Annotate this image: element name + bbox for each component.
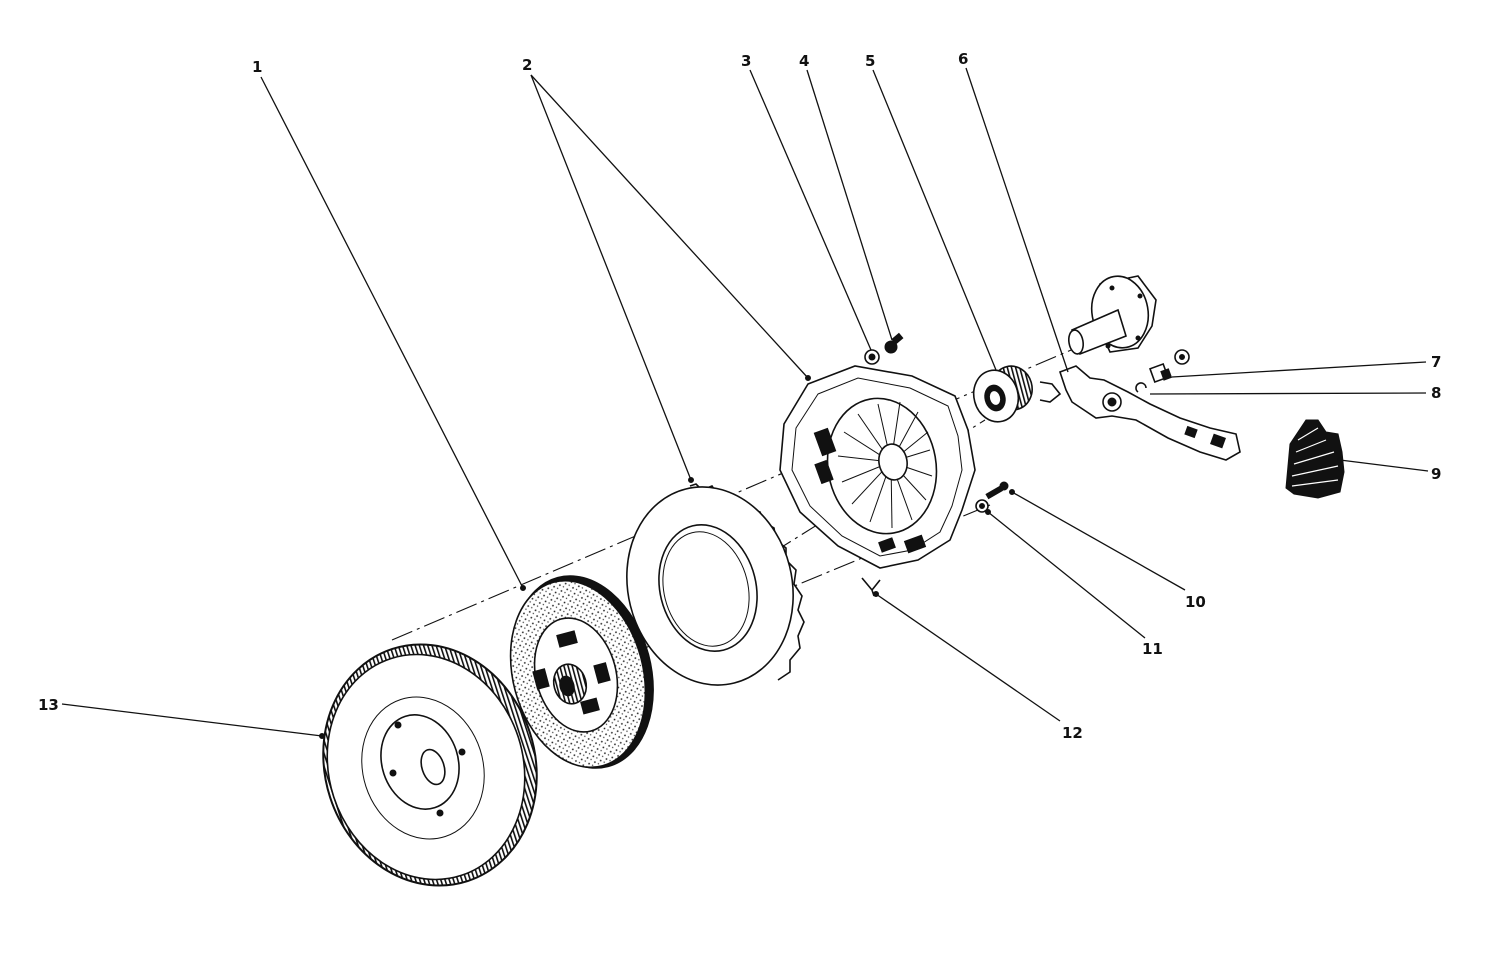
callout-10: 10 (1185, 593, 1206, 611)
release-bearing (972, 365, 1033, 423)
leader-9 (1339, 459, 1429, 472)
retaining-clip (1135, 382, 1147, 393)
callout-labels: 1 2 3 4 5 6 7 8 9 10 11 12 13 (38, 50, 1441, 742)
callout-12: 12 (1062, 724, 1083, 742)
leader-lines (61, 67, 1429, 739)
leader-11 (987, 511, 1146, 639)
callout-2: 2 (522, 56, 532, 74)
leader-1 (260, 76, 524, 589)
clutch-cover (779, 365, 976, 569)
clutch-disc (509, 575, 654, 769)
callout-8: 8 (1431, 384, 1441, 402)
leader-6 (965, 67, 1069, 373)
pressure-plate (626, 483, 805, 686)
leader-2a (530, 74, 692, 481)
callout-1: 1 (252, 58, 262, 76)
callout-11: 11 (1142, 640, 1163, 658)
callout-9: 9 (1431, 465, 1441, 483)
cover-bolt-right (985, 481, 1009, 500)
callout-4: 4 (799, 52, 809, 70)
cover-washer-top (864, 349, 880, 365)
callout-5: 5 (865, 52, 875, 70)
leader-4 (806, 69, 893, 341)
callout-13: 13 (38, 696, 59, 714)
dust-boot (1285, 419, 1345, 499)
callout-3: 3 (741, 52, 751, 70)
pivot-stud (1149, 349, 1190, 383)
callout-6: 6 (958, 50, 968, 68)
leader-2b (530, 74, 809, 379)
leader-13 (61, 703, 323, 737)
cover-washer-right (975, 499, 989, 513)
callout-7: 7 (1431, 353, 1441, 371)
cover-bolt-top (884, 332, 904, 354)
leader-10 (1011, 491, 1186, 591)
leader-7 (1171, 361, 1427, 378)
leader-5 (872, 69, 997, 371)
release-fork (1039, 365, 1241, 461)
leader-8 (1149, 392, 1427, 395)
leader-3 (749, 69, 872, 351)
bearing-retainer-sleeve (1067, 275, 1157, 356)
leader-12 (875, 593, 1061, 722)
flywheel (322, 643, 538, 887)
